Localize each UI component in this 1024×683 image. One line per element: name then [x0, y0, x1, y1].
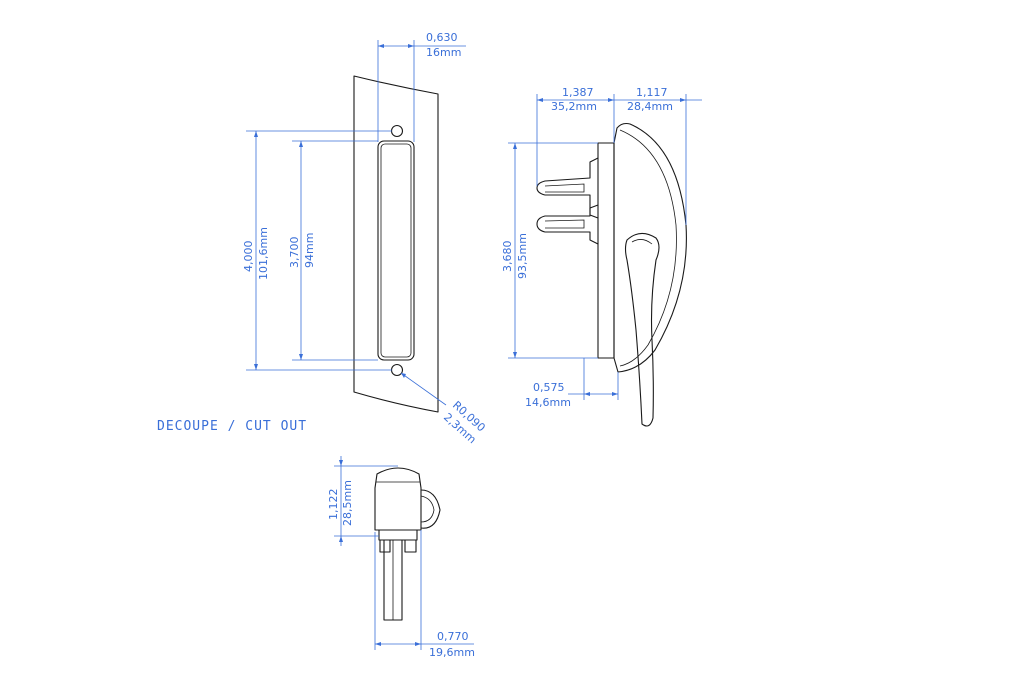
dim-side-front-depth-inch: 1,117 [636, 86, 668, 99]
dim-side-height-inch: 3,680 [501, 241, 514, 273]
cutout-top-hole [390, 124, 404, 138]
dim-side-back-depth: 1,387 35,2mm [536, 86, 615, 186]
side-lower-tang [536, 204, 599, 245]
dim-side-plate-mm: 14,6mm [525, 396, 571, 409]
dim-cutout-height-outer: 4,000 101,6mm [242, 130, 392, 371]
dim-cutout-width: 0,630 16mm [377, 31, 466, 142]
side-housing [613, 122, 687, 373]
dim-cutout-height-slot: 3,700 94mm [288, 140, 378, 361]
cutout-bottom-hole [390, 363, 404, 377]
side-housing-inner [619, 129, 677, 367]
side-upper-tang [536, 157, 599, 219]
dim-bottom-width-mm: 19,6mm [429, 646, 475, 659]
dim-side-plate-inch: 0,575 [533, 381, 565, 394]
dim-side-front-depth-mm: 28,4mm [627, 100, 673, 113]
dim-cutout-height-outer-inch: 4,000 [242, 241, 255, 273]
cutout-plate-outline [353, 75, 439, 413]
bottom-hub-left [379, 539, 391, 553]
cutout-label: DECOUPE / CUT OUT [157, 419, 307, 434]
side-base-plate [597, 142, 615, 359]
dim-side-plate: 0,575 14,6mm [525, 358, 619, 409]
dim-cutout-height-slot-mm: 94mm [303, 233, 316, 268]
dim-side-back-depth-inch: 1,387 [562, 86, 594, 99]
cutout-view [353, 75, 439, 413]
side-view [536, 122, 687, 427]
dim-cutout-width-mm: 16mm [426, 46, 461, 59]
dim-side-back-depth-mm: 35,2mm [551, 100, 597, 113]
dim-cutout-height-slot-inch: 3,700 [288, 237, 301, 269]
dim-side-front-depth: 1,117 28,4mm [614, 86, 702, 225]
dim-bottom-height-mm: 28,5mm [341, 480, 354, 526]
dim-cutout-radius: R0,090 2,3mm [400, 372, 488, 446]
dim-side-height-mm: 93,5mm [516, 233, 529, 279]
side-handle-lever [624, 232, 660, 427]
bottom-knob [420, 489, 441, 529]
bottom-view [374, 467, 441, 621]
dim-cutout-height-outer-mm: 101,6mm [257, 227, 270, 280]
bottom-housing [374, 467, 422, 531]
dim-bottom-width: 0,770 19,6mm [374, 530, 475, 659]
dim-bottom-height: 1,122 28,5mm [327, 456, 398, 546]
bottom-plate [378, 529, 418, 541]
dim-side-height: 3,680 93,5mm [501, 142, 598, 359]
dim-bottom-width-inch: 0,770 [437, 630, 469, 643]
bottom-hub-right [404, 539, 417, 553]
dim-bottom-height-inch: 1,122 [327, 489, 340, 521]
cutout-slot-inner [380, 143, 412, 358]
cutout-slot [377, 140, 415, 361]
dim-cutout-width-inch: 0,630 [426, 31, 458, 44]
